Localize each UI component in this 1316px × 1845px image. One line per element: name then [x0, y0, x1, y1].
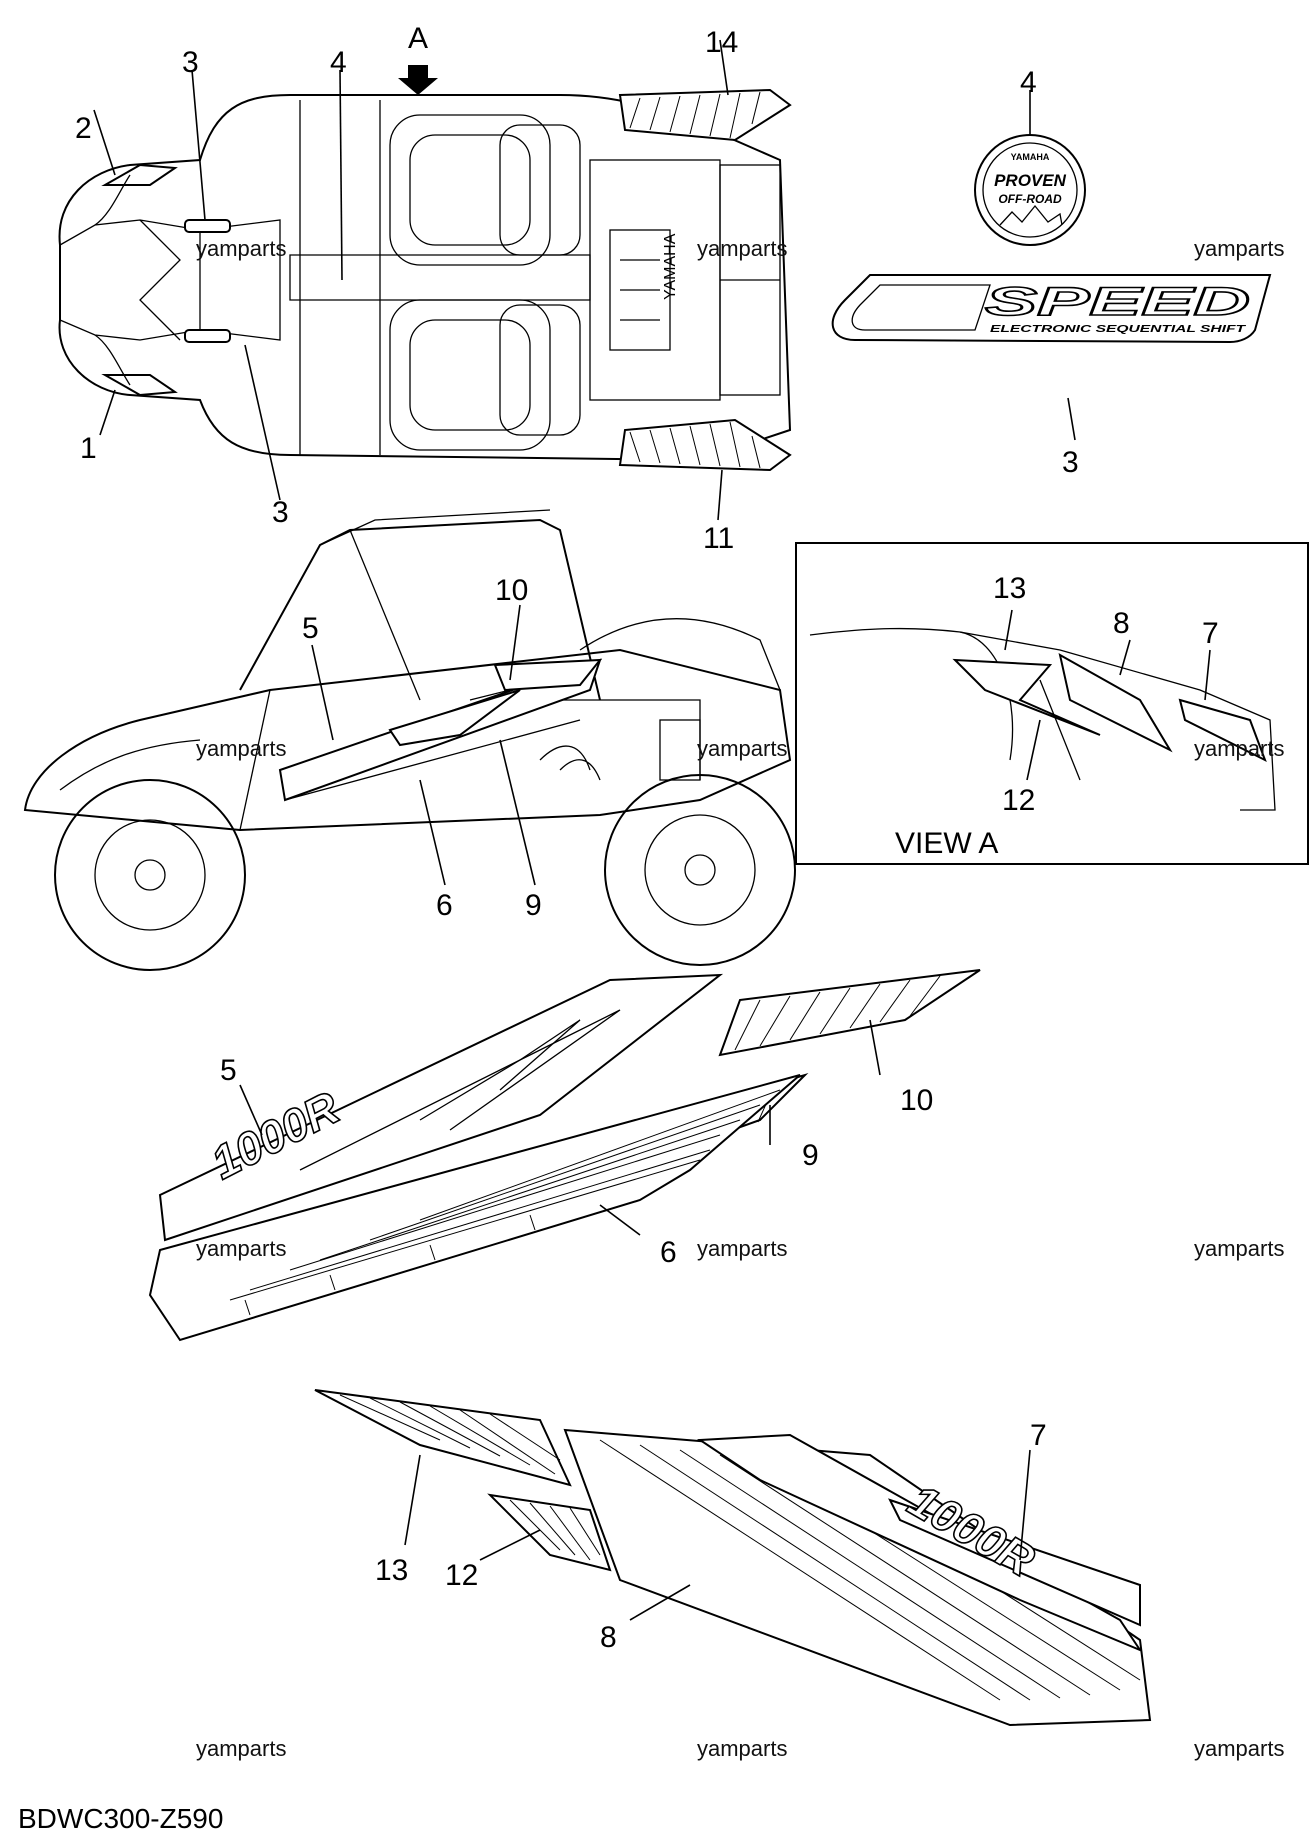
- callout-11: 11: [703, 522, 734, 555]
- callout-13a: 13: [993, 572, 1026, 605]
- callout-5b: 5: [220, 1054, 237, 1087]
- watermark: yamparts: [196, 236, 286, 261]
- proven-off-road-badge: YAMAHA PROVEN OFF-ROAD: [974, 134, 1086, 246]
- watermark: yamparts: [196, 1736, 286, 1761]
- decal-set-left: 1000R: [148, 969, 981, 1342]
- hood-text: YAMAHA: [662, 233, 679, 300]
- diagram-code: BDWC300-Z590: [18, 1803, 223, 1834]
- callout-6a: 6: [436, 889, 453, 922]
- callout-14: 14: [705, 26, 738, 59]
- callout-2: 2: [75, 112, 92, 145]
- watermark: yamparts: [1194, 1736, 1284, 1761]
- watermark: yamparts: [697, 736, 787, 761]
- speed-big-text: SPEED: [985, 280, 1250, 324]
- callout-3a: 3: [182, 46, 199, 79]
- leader-lines: [93, 39, 1211, 1621]
- callout-6b: 6: [660, 1236, 677, 1269]
- watermark: yamparts: [697, 236, 787, 261]
- arrow-a-label: A: [408, 22, 428, 55]
- side-view-vehicle: [23, 509, 796, 971]
- callout-4b: 4: [1020, 66, 1037, 99]
- badge-line1: PROVEN: [994, 171, 1067, 190]
- watermark: yamparts: [697, 1736, 787, 1761]
- callout-13b: 13: [375, 1554, 408, 1587]
- callout-8a: 8: [1113, 607, 1130, 640]
- callout-12b: 12: [445, 1559, 478, 1592]
- callout-10b: 10: [900, 1084, 933, 1117]
- watermark: yamparts: [196, 736, 286, 761]
- speed-decal: SPEED ELECTRONIC SEQUENTIAL SHIFT: [831, 274, 1272, 344]
- callout-7a: 7: [1202, 617, 1219, 650]
- callout-9a: 9: [525, 889, 542, 922]
- speed-small-text: ELECTRONIC SEQUENTIAL SHIFT: [990, 324, 1246, 335]
- callout-3c: 3: [1062, 446, 1079, 479]
- top-view-vehicle: YAMAHA: [58, 65, 792, 472]
- view-a-label: VIEW A: [895, 827, 998, 860]
- callout-8b: 8: [600, 1621, 617, 1654]
- callout-7b: 7: [1030, 1419, 1047, 1452]
- callout-5a: 5: [302, 612, 319, 645]
- watermark: yamparts: [1194, 236, 1284, 261]
- view-arrow-icon: [398, 65, 438, 95]
- callout-1: 1: [80, 432, 97, 465]
- view-a-panel: VIEW A: [795, 542, 1309, 865]
- callout-9b: 9: [802, 1139, 819, 1172]
- callout-4a: 4: [330, 46, 347, 79]
- callout-labels: 1 2 3 3 3 4 4 A 14 11 5 10 6 9 13 8 7 12…: [75, 22, 1219, 1654]
- badge-brand: YAMAHA: [1011, 152, 1050, 162]
- callout-3b: 3: [272, 496, 289, 529]
- watermark: yamparts: [1194, 736, 1284, 761]
- badge-line2: OFF-ROAD: [998, 192, 1062, 206]
- callout-12a: 12: [1002, 784, 1035, 817]
- watermarks: yamparts yamparts yamparts yamparts yamp…: [196, 236, 1284, 1761]
- watermark: yamparts: [697, 1236, 787, 1261]
- decal-set-right: 1000R: [314, 1389, 1152, 1727]
- watermark: yamparts: [196, 1236, 286, 1261]
- callout-10a: 10: [495, 574, 528, 607]
- watermark: yamparts: [1194, 1236, 1284, 1261]
